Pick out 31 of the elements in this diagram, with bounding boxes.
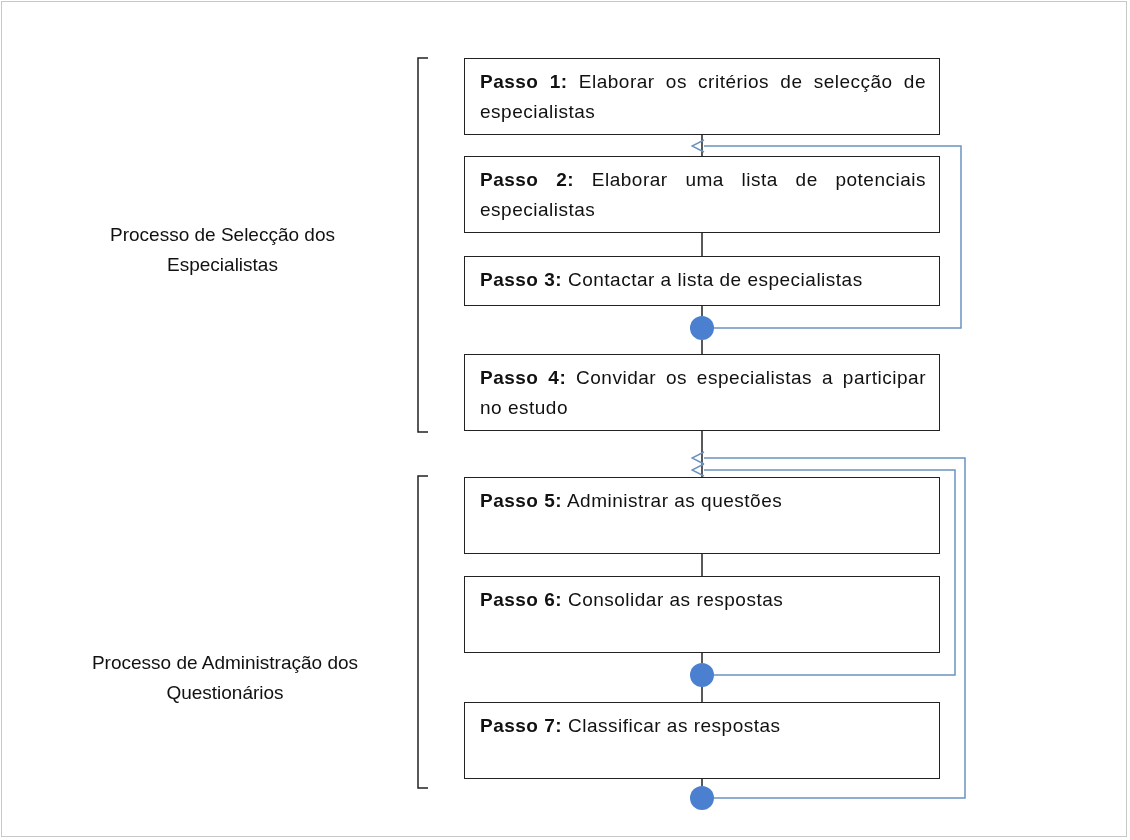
connector-line xyxy=(701,232,703,257)
feedback-arrow xyxy=(691,451,966,799)
connector-line xyxy=(701,686,703,703)
connector-line xyxy=(701,553,703,577)
step-box xyxy=(464,576,940,653)
step-text: Passo 1: Elaborar os critérios de selecção de especialistas xyxy=(480,70,926,124)
step-text: Passo 2: Elaborar uma lista de potenciais especialistas xyxy=(480,168,926,222)
group-label: Processo de Selecção dos Especialistas xyxy=(109,223,336,277)
junction-dot xyxy=(690,316,714,340)
step-box xyxy=(464,354,940,431)
junction-dot xyxy=(690,663,714,687)
connector-line xyxy=(701,652,703,664)
step-box xyxy=(464,156,940,233)
step-text: Passo 7: Classificar as respostas xyxy=(480,714,782,738)
step-box xyxy=(464,477,940,554)
connector-line xyxy=(701,778,703,787)
step-box xyxy=(464,702,940,779)
step-text: Passo 4: Convidar os especialistas a participar no estudo xyxy=(480,366,926,420)
feedback-arrow xyxy=(691,139,962,329)
step-box xyxy=(464,256,940,306)
connector-line xyxy=(701,430,703,478)
step-text: Passo 5: Administrar as questões xyxy=(480,489,784,513)
feedback-arrow xyxy=(691,463,956,676)
connector-line xyxy=(701,305,703,317)
connector-line xyxy=(701,339,703,355)
group-label: Processo de Administração dos Questionários xyxy=(90,651,360,705)
step-box xyxy=(464,58,940,135)
step-text: Passo 6: Consolidar as respostas xyxy=(480,588,785,612)
step-text: Passo 3: Contactar a lista de especialistas xyxy=(480,268,864,292)
connector-line xyxy=(701,134,703,157)
junction-dot xyxy=(690,786,714,810)
